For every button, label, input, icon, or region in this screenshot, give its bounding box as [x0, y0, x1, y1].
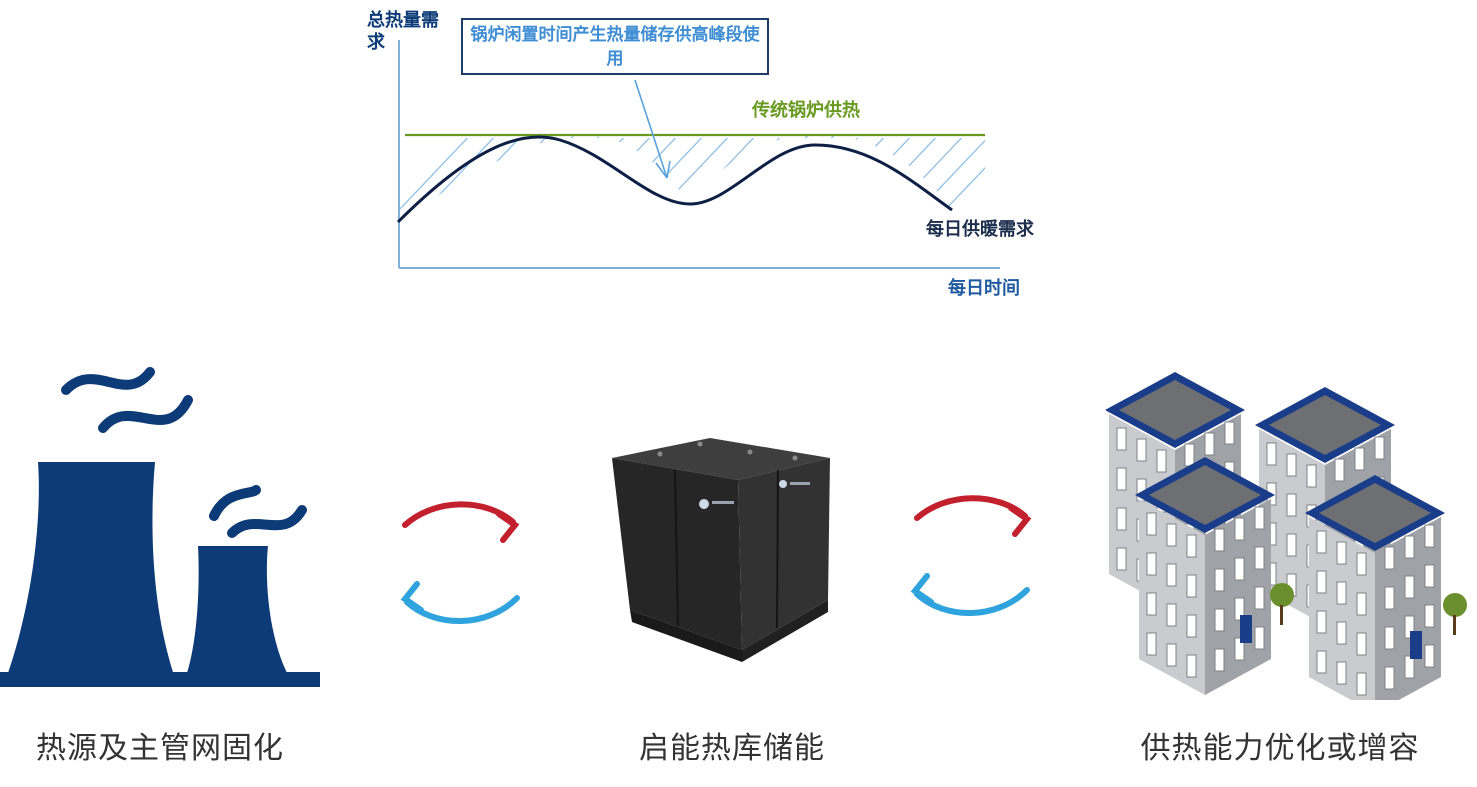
y-axis-label: 总热量需求	[367, 10, 439, 53]
caption-heating-capacity: 供热能力优化或增容	[1140, 731, 1420, 766]
callout-pointer	[634, 79, 668, 179]
callout-box: 锅炉闲置时间产生热量储存供高峰段使用	[461, 18, 769, 75]
daily-demand-curve	[396, 135, 953, 224]
callout-arrowhead	[655, 160, 671, 179]
daily-demand-label: 每日供暖需求	[926, 219, 1034, 240]
hatch-area	[398, 134, 985, 222]
x-axis-label: 每日时间	[948, 278, 1020, 299]
cooling-tower-icon	[0, 367, 320, 687]
demand-chart-svg	[396, 40, 1000, 269]
traditional-boiler-label: 传统锅炉供热	[752, 100, 860, 121]
caption-heat-source: 热源及主管网固化	[36, 731, 284, 766]
heat-storage-cabinet	[612, 438, 830, 662]
exchange-arrows-left	[400, 501, 520, 624]
buildings-icon	[1105, 372, 1467, 700]
exchange-arrows-right	[910, 495, 1032, 616]
caption-heat-storage: 启能热库储能	[639, 731, 825, 766]
